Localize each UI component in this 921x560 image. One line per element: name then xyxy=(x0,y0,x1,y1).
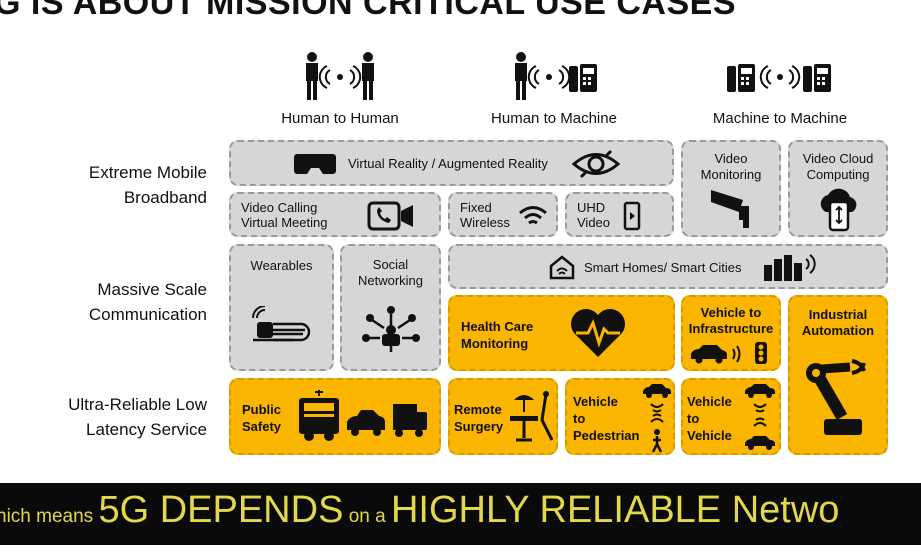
box-video-calling: Video Calling Virtual Meeting xyxy=(229,192,441,237)
category-label: Human to Machine xyxy=(491,110,617,127)
box-vehicle-vehicle: Vehicle to Vehicle xyxy=(681,378,781,455)
category-label: Machine to Machine xyxy=(712,110,848,127)
box-smart-homes: Smart Homes/ Smart Cities xyxy=(448,244,888,289)
emergency-vehicles-icon xyxy=(299,390,427,441)
category-human-to-human: Human to Human xyxy=(270,52,410,127)
wifi-icon xyxy=(519,206,547,225)
box-public-safety: Public Safety xyxy=(229,378,441,455)
machine-to-machine-icon xyxy=(727,64,831,92)
car-signal-pedestrian-icon xyxy=(643,384,671,453)
network-person-icon xyxy=(362,306,420,352)
box-label: UHD xyxy=(577,200,606,215)
box-vehicle-infrastructure: Vehicle to Infrastructure xyxy=(681,295,781,371)
box-label: Virtual Reality / Augmented Reality xyxy=(348,156,548,171)
box-social-networking: Social Networking xyxy=(340,244,441,371)
video-call-icon xyxy=(367,201,413,231)
box-label: Pedestrian xyxy=(573,428,640,443)
box-label: Remote xyxy=(454,402,502,417)
box-label: to xyxy=(687,411,700,426)
box-label: Video xyxy=(714,151,748,166)
box-health-care: Health Care Monitoring xyxy=(448,295,675,371)
box-video-monitoring: Video Monitoring xyxy=(681,140,781,237)
box-label: Computing xyxy=(806,167,870,182)
banner-part: 5G DEPENDS xyxy=(98,489,344,531)
box-fixed-wireless: Fixed Wireless xyxy=(448,192,558,237)
person-to-person-icon xyxy=(306,52,374,100)
person-to-machine-icon xyxy=(515,52,597,100)
banner-part: HIGHLY RELIABLE Netwo xyxy=(390,489,840,531)
box-label: Virtual Meeting xyxy=(241,215,328,230)
box-label: to xyxy=(573,411,586,426)
row-label-line: Ultra-Reliable Low xyxy=(68,395,207,414)
heart-pulse-icon xyxy=(571,309,625,357)
box-label: Safety xyxy=(242,419,282,434)
category-machine-to-machine: Machine to Machine xyxy=(700,52,860,127)
smartphone-icon xyxy=(623,201,641,231)
row-label-line: Massive Scale xyxy=(97,280,207,299)
security-camera-icon xyxy=(711,190,749,228)
box-remote-surgery: Remote Surgery xyxy=(448,378,558,455)
banner-part: hich means xyxy=(0,506,99,527)
row-label-line: Latency Service xyxy=(86,420,207,439)
page-title: G IS ABOUT MISSION CRITICAL USE CASES xyxy=(0,0,737,22)
ar-eye-icon xyxy=(571,149,621,179)
category-human-to-machine: Human to Machine xyxy=(484,52,624,127)
box-label: Industrial xyxy=(808,307,868,322)
bottom-banner: hich means 5G DEPENDS on a HIGHLY RELIAB… xyxy=(0,483,921,545)
box-label: Automation xyxy=(801,323,875,338)
box-label: Monitoring xyxy=(461,336,529,351)
box-label: Vehicle xyxy=(573,394,618,409)
box-vehicle-pedestrian: Vehicle to Pedestrian xyxy=(565,378,675,455)
row-label-line: Broadband xyxy=(123,188,207,207)
surgery-table-icon xyxy=(510,391,554,442)
row-label-mmtc: Massive Scale Communication xyxy=(7,277,207,327)
box-label: Health Care xyxy=(461,319,534,334)
cloud-phone-icon xyxy=(820,188,857,232)
box-label: Video Cloud xyxy=(802,151,874,166)
box-label: Vehicle to xyxy=(700,305,762,320)
row-label-embb: Extreme Mobile Broadband xyxy=(7,160,207,210)
box-label: Infrastructure xyxy=(688,321,774,336)
robot-arm-icon xyxy=(806,359,866,435)
row-label-line: Communication xyxy=(88,305,207,324)
smart-city-icon xyxy=(764,254,816,281)
row-label-urllc: Ultra-Reliable Low Latency Service xyxy=(7,392,207,442)
banner-text: hich means 5G DEPENDS on a HIGHLY RELIAB… xyxy=(0,489,839,532)
box-video-cloud: Video Cloud Computing xyxy=(788,140,888,237)
smartwatch-hand-icon xyxy=(252,306,311,342)
box-label: Monitoring xyxy=(700,167,762,182)
box-wearables: Wearables xyxy=(229,244,334,371)
box-uhd-video: UHD Video xyxy=(565,192,674,237)
smart-home-icon xyxy=(549,255,575,280)
box-label: Surgery xyxy=(454,419,504,434)
box-label: Wireless xyxy=(460,215,510,230)
box-label: Social xyxy=(372,257,409,272)
box-label: Video Calling xyxy=(241,200,318,215)
car-to-car-icon xyxy=(745,384,775,450)
car-traffic-light-icon xyxy=(691,342,767,364)
box-industrial-automation: Industrial Automation xyxy=(788,295,888,455)
box-label: Wearables xyxy=(250,258,313,273)
box-label: Vehicle xyxy=(687,428,732,443)
box-label: Public xyxy=(242,402,282,417)
box-label: Smart Homes/ Smart Cities xyxy=(584,260,742,275)
box-label: Video xyxy=(577,215,611,230)
banner-part: on a xyxy=(343,506,391,527)
box-label: Networking xyxy=(357,273,424,288)
row-label-line: Extreme Mobile xyxy=(88,163,207,182)
box-virtual-reality: Virtual Reality / Augmented Reality xyxy=(229,140,674,186)
box-label: Vehicle xyxy=(687,394,732,409)
vr-headset-icon xyxy=(294,154,336,174)
category-label: Human to Human xyxy=(281,110,399,127)
box-label: Fixed xyxy=(460,200,492,215)
